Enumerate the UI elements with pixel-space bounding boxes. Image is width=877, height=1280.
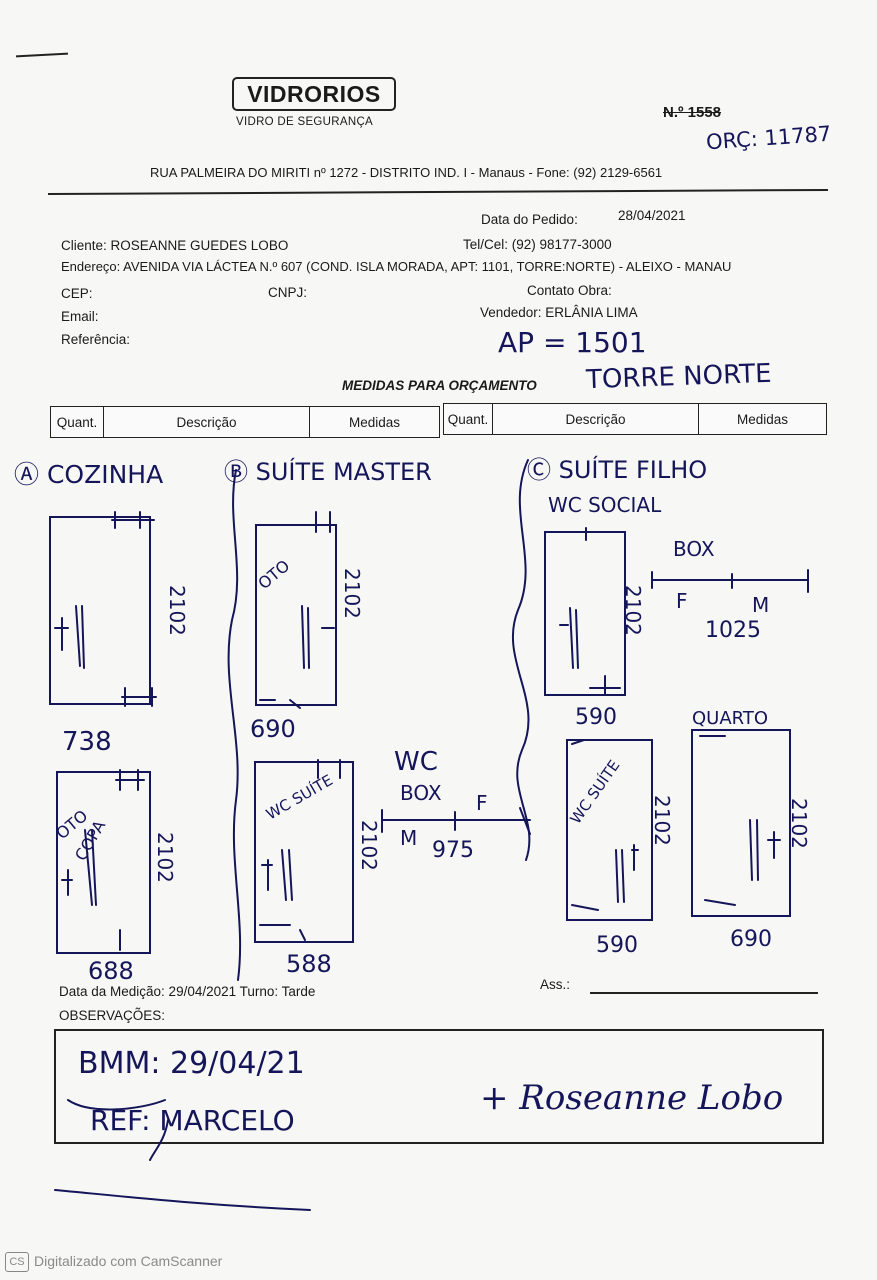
- client-name: Cliente: ROSEANNE GUEDES LOBO: [61, 238, 289, 253]
- height-dimension: 2102: [621, 585, 645, 636]
- divider-line: [227, 469, 242, 981]
- height-dimension: 2102: [787, 798, 811, 849]
- door-outline: [566, 739, 653, 921]
- door-outline: [254, 761, 354, 943]
- door-outline: [56, 771, 151, 954]
- box-width-dimension: 975: [432, 838, 474, 863]
- height-dimension: 2102: [650, 795, 674, 846]
- door-outline: [544, 531, 626, 696]
- width-dimension: 590: [575, 705, 617, 730]
- table-header-right: Quant. Descrição Medidas: [443, 403, 827, 435]
- oto-label: OTO: [254, 556, 293, 593]
- measurement-date: Data da Medição: 29/04/2021 Turno: Tarde: [59, 984, 316, 999]
- observations-box: [54, 1029, 824, 1144]
- apt-note: AP = 1501: [498, 326, 647, 359]
- bottom-mark: [54, 1189, 311, 1211]
- contact-field: Contato Obra:: [527, 283, 612, 298]
- divider-line: [512, 459, 531, 861]
- email-field: Email:: [61, 309, 99, 324]
- observations-label: OBSERVAÇÕES:: [59, 1008, 166, 1023]
- observation-line-2: REF: MARCELO: [90, 1104, 295, 1137]
- height-dimension: 2102: [165, 585, 189, 636]
- column-measures: Medidas: [348, 414, 401, 430]
- width-dimension: 688: [88, 957, 134, 985]
- wc-social-label: WC SOCIAL: [548, 493, 662, 517]
- observation-line-1: BMM: 29/04/21: [78, 1046, 305, 1081]
- box-label: BOX: [673, 537, 715, 561]
- signature-label: Ass.:: [540, 977, 571, 992]
- form-number: N.º 1558: [663, 104, 722, 121]
- client-signature: + Roseanne Lobo: [480, 1078, 784, 1118]
- width-dimension: 590: [596, 933, 638, 958]
- company-address: RUA PALMEIRA DO MIRITI nº 1272 - DISTRIT…: [150, 165, 663, 180]
- width-dimension: 738: [62, 727, 112, 757]
- column-quant: Quant.: [444, 404, 493, 434]
- width-dimension: 690: [250, 715, 296, 743]
- door-outline: [49, 516, 151, 705]
- column-measures: Medidas: [736, 411, 789, 427]
- room-label-master-suite: Ⓑ SUÍTE MASTER: [224, 457, 432, 486]
- room-label-son-suite: Ⓒ SUÍTE FILHO: [527, 455, 707, 484]
- mobile-panel-mark: M: [400, 826, 417, 850]
- column-description: Descrição: [104, 407, 310, 437]
- cep-field: CEP:: [61, 286, 93, 301]
- column-description: Descrição: [493, 404, 699, 434]
- wc-suite-label: WC SUÍTE: [566, 756, 624, 827]
- company-logo: VIDRORIOS: [232, 77, 396, 111]
- door-outline: [255, 524, 337, 706]
- door-outline: [691, 729, 791, 917]
- seller-field: Vendedor: ERLÂNIA LIMA: [480, 305, 638, 320]
- order-date-label: Data do Pedido:: [481, 212, 578, 227]
- measure-line: [651, 569, 809, 593]
- signature-line: [590, 992, 818, 994]
- client-address: Endereço: AVENIDA VIA LÁCTEA N.º 607 (CO…: [61, 259, 732, 274]
- table-header-left: Quant. Descrição Medidas: [50, 406, 440, 438]
- company-tagline: VIDRO DE SEGURANÇA: [236, 116, 374, 128]
- camscanner-icon: CS: [5, 1252, 29, 1272]
- box-width-dimension: 1025: [705, 618, 761, 643]
- reference-field: Referência:: [61, 332, 131, 347]
- width-dimension: 690: [730, 927, 772, 952]
- quarto-label: QUARTO: [692, 708, 768, 729]
- room-label-kitchen: Ⓐ COZINHA: [14, 460, 163, 489]
- column-quant: Quant.: [51, 407, 104, 437]
- measure-line: [381, 807, 531, 835]
- box-label: BOX: [400, 781, 442, 805]
- camscanner-watermark: Digitalizado com CamScanner: [34, 1253, 223, 1269]
- height-dimension: 2102: [340, 568, 364, 619]
- order-date: 28/04/2021: [618, 208, 686, 223]
- fixed-panel-mark: F: [676, 589, 688, 613]
- client-phone: Tel/Cel: (92) 98177-3000: [463, 237, 612, 252]
- wc-label: WC: [394, 747, 438, 777]
- width-dimension: 588: [286, 950, 332, 978]
- height-dimension: 2102: [357, 820, 381, 871]
- cnpj-field: CNPJ:: [268, 285, 308, 300]
- section-title: MEDIDAS PARA ORÇAMENTO: [342, 378, 537, 393]
- wc-suite-label: WC SUÍTE: [263, 770, 336, 823]
- height-dimension: 2102: [153, 832, 177, 883]
- mobile-panel-mark: M: [752, 593, 769, 617]
- fixed-panel-mark: F: [476, 791, 488, 815]
